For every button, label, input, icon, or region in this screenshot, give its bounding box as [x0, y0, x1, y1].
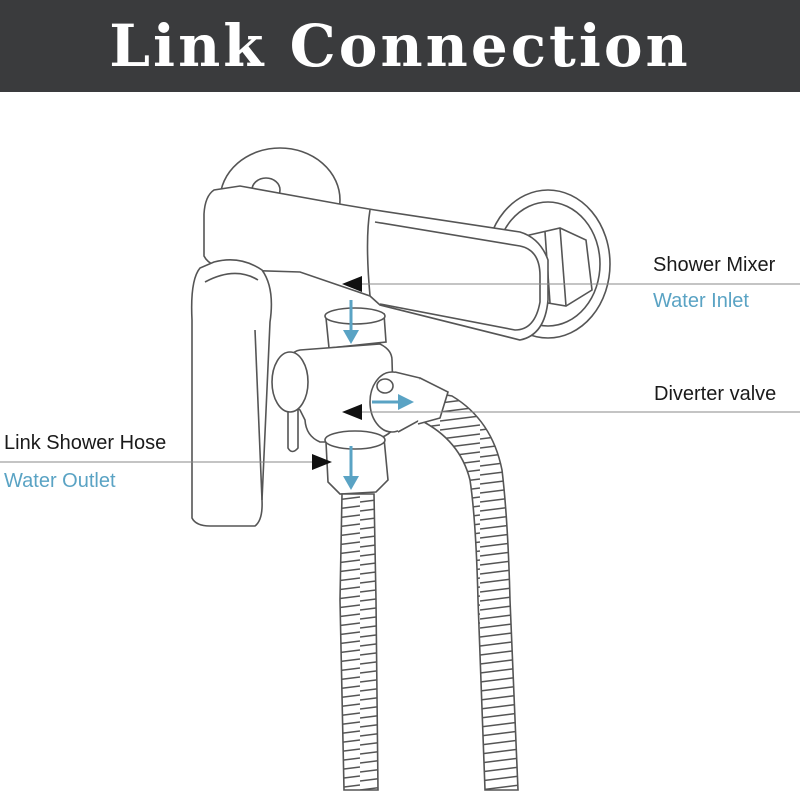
label-water-outlet: Water Outlet	[4, 470, 116, 492]
page-title: Link Connection	[109, 12, 691, 80]
label-diverter-valve: Diverter valve	[654, 383, 777, 405]
label-water-inlet: Water Inlet	[653, 290, 749, 312]
leader-lines	[0, 283, 800, 463]
diverter-body	[271, 343, 395, 443]
arrow-diverter	[342, 404, 362, 420]
label-link-shower-hose: Link Shower Hose	[4, 432, 167, 454]
flow-arrows	[343, 300, 414, 490]
mixer-body	[203, 185, 549, 341]
pointer-arrows	[312, 276, 362, 470]
right-hose	[417, 377, 519, 791]
left-hose	[339, 493, 379, 791]
inlet-connector	[324, 307, 387, 349]
label-shower-mixer: Shower Mixer	[653, 254, 776, 276]
arrow-outlet	[312, 454, 332, 470]
arrow-mixer	[342, 276, 362, 292]
header-bar: Link Connection	[0, 0, 800, 92]
bottom-outlet-nut	[324, 430, 389, 495]
